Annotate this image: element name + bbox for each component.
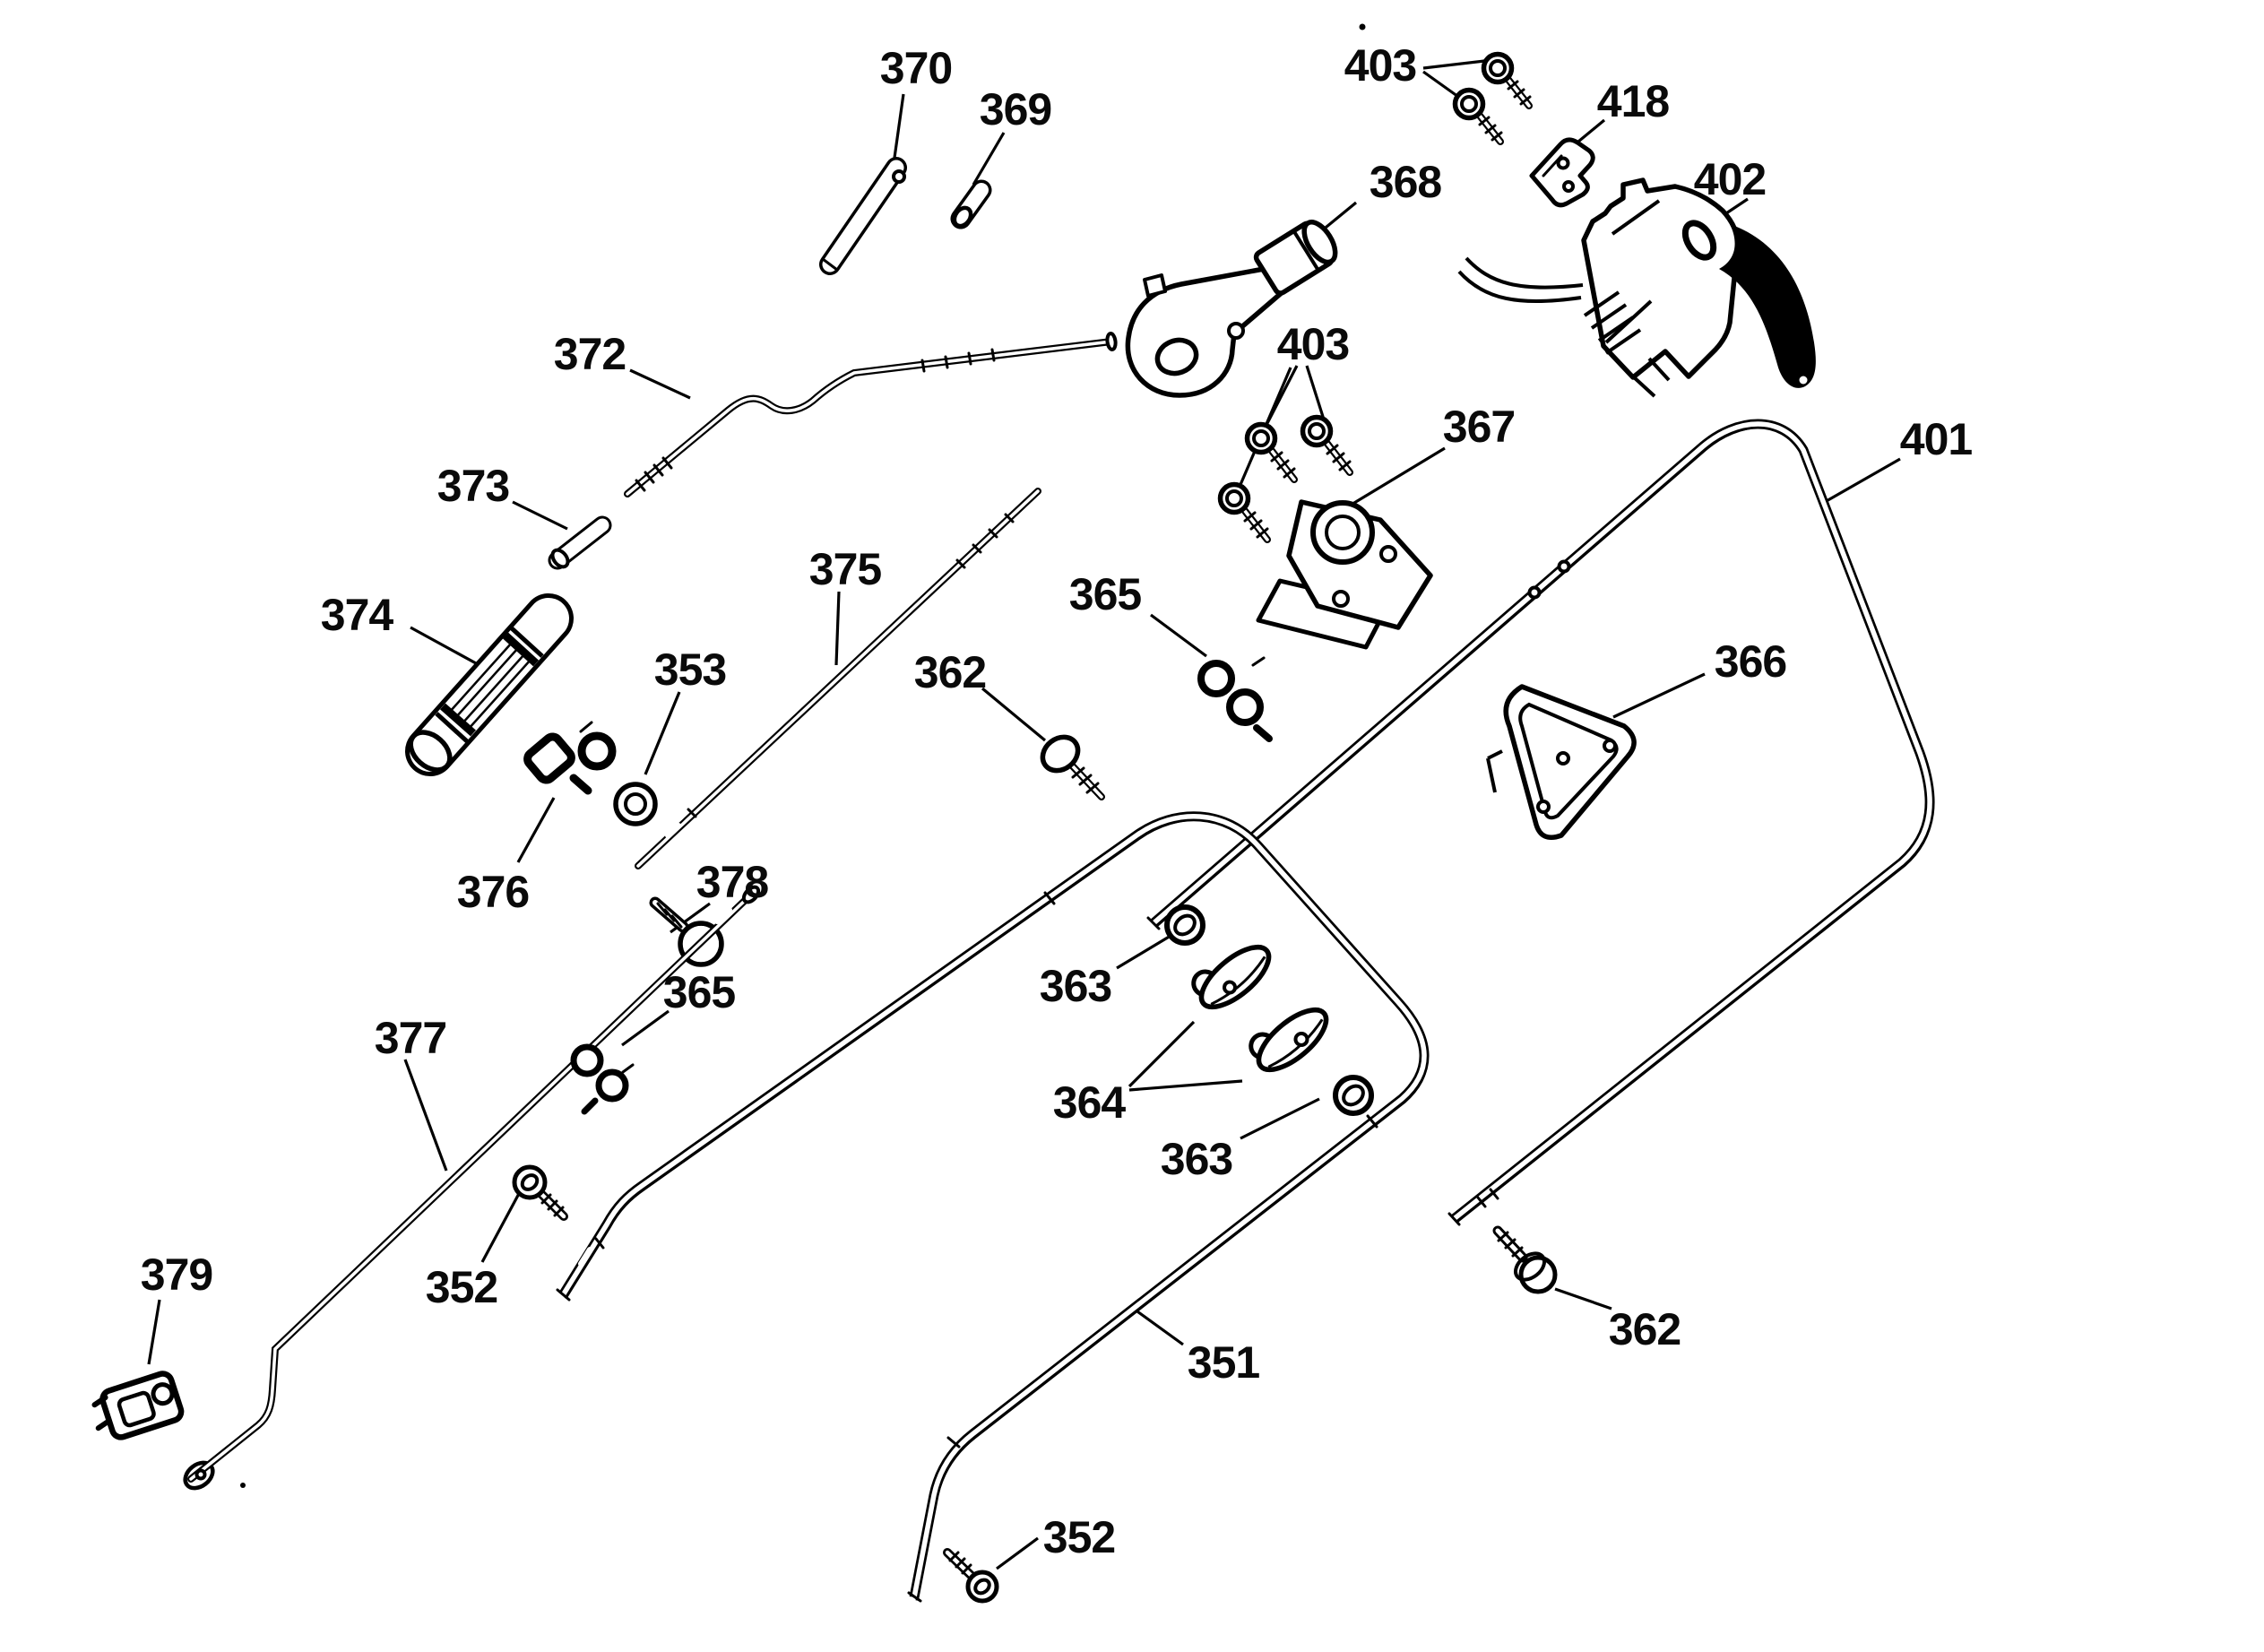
callout-418: 418	[1596, 76, 1670, 126]
screw-362-right	[1492, 1225, 1558, 1294]
callout-365-upper: 365	[1068, 569, 1142, 619]
callout-402: 402	[1693, 154, 1767, 204]
cable-rod-377	[183, 885, 761, 1491]
grip-374	[405, 593, 574, 776]
callout-369: 369	[979, 84, 1052, 134]
print-dot	[1359, 23, 1366, 30]
screw-352-bottom	[943, 1548, 999, 1604]
paddle-lever-364-upper	[1191, 944, 1272, 1010]
clip-418	[1529, 137, 1595, 208]
cable-bracket-367	[1256, 499, 1433, 650]
grommet-363-lower	[1333, 1075, 1374, 1116]
pin-373	[548, 515, 612, 570]
callout-401: 401	[1899, 414, 1973, 464]
callout-351: 351	[1187, 1337, 1260, 1388]
upper-handle-401	[1146, 419, 1935, 1226]
callout-370: 370	[879, 43, 953, 93]
callout-373: 373	[436, 461, 510, 511]
pivot-lever-368	[1125, 220, 1338, 398]
callout-374: 374	[320, 590, 393, 640]
screw-352-left	[512, 1164, 568, 1221]
callout-352-left: 352	[425, 1262, 498, 1312]
shift-rod-372	[624, 332, 1118, 497]
bushing-369	[950, 179, 992, 229]
strap-370	[819, 157, 907, 275]
callout-366: 366	[1714, 636, 1787, 687]
callout-403-middle: 403	[1276, 319, 1350, 369]
switch-housing-402	[1457, 177, 1816, 398]
callout-367: 367	[1442, 402, 1516, 452]
callout-362-right: 362	[1608, 1304, 1681, 1354]
print-dot	[240, 1483, 246, 1488]
rod-375	[635, 488, 1041, 869]
callout-368: 368	[1369, 157, 1442, 207]
plate-366	[1486, 684, 1637, 840]
screws-403-top	[1452, 51, 1533, 145]
screws-403-middle	[1217, 414, 1353, 543]
clamp-379	[91, 1371, 185, 1440]
cable-clip-365-upper	[1197, 656, 1273, 742]
callout-376: 376	[456, 867, 530, 917]
callout-353: 353	[653, 644, 727, 695]
handle-lever	[1719, 224, 1816, 388]
grommet-363-upper	[1164, 904, 1205, 946]
leader-lines	[147, 59, 1901, 1570]
clamp-376	[523, 721, 617, 795]
callout-377: 377	[374, 1013, 447, 1063]
callout-364: 364	[1052, 1077, 1126, 1128]
callout-372: 372	[553, 329, 626, 379]
callout-379: 379	[140, 1250, 213, 1300]
paddle-lever-364-lower	[1249, 1007, 1329, 1073]
callout-378: 378	[696, 857, 769, 907]
washer-353	[613, 782, 658, 826]
callout-363-lower: 363	[1160, 1134, 1233, 1184]
screw-362-left	[1040, 734, 1105, 800]
callout-363-upper: 363	[1039, 961, 1112, 1011]
callout-365-lower: 365	[662, 967, 736, 1017]
callout-403-top: 403	[1344, 40, 1417, 91]
callout-362-left: 362	[913, 647, 987, 697]
callout-375: 375	[808, 544, 882, 594]
callout-352-bottom: 352	[1042, 1512, 1116, 1562]
cable-clip-365-lower	[570, 1043, 635, 1115]
lower-handle-351	[556, 811, 1430, 1603]
